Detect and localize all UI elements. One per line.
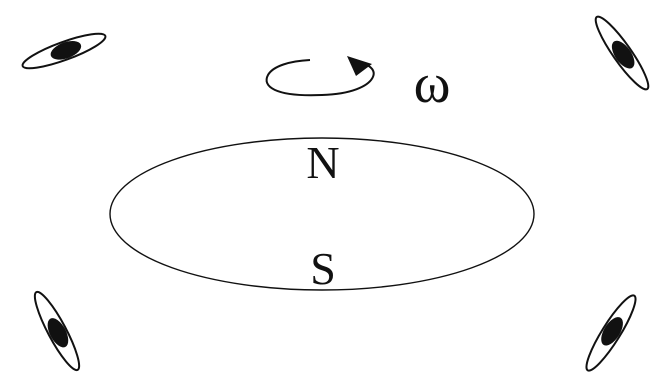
north-pole-label: N [306,137,339,188]
spinning-disk-icon [21,32,107,70]
magnet-ellipse [109,137,535,291]
omega-label: ω [414,53,451,115]
spinning-disk-icon [594,15,650,91]
spinning-disk-icon [33,290,81,372]
spinning-disk-icon [585,294,637,372]
south-pole-label: S [310,243,336,294]
rotation-arrow-icon [265,56,375,97]
